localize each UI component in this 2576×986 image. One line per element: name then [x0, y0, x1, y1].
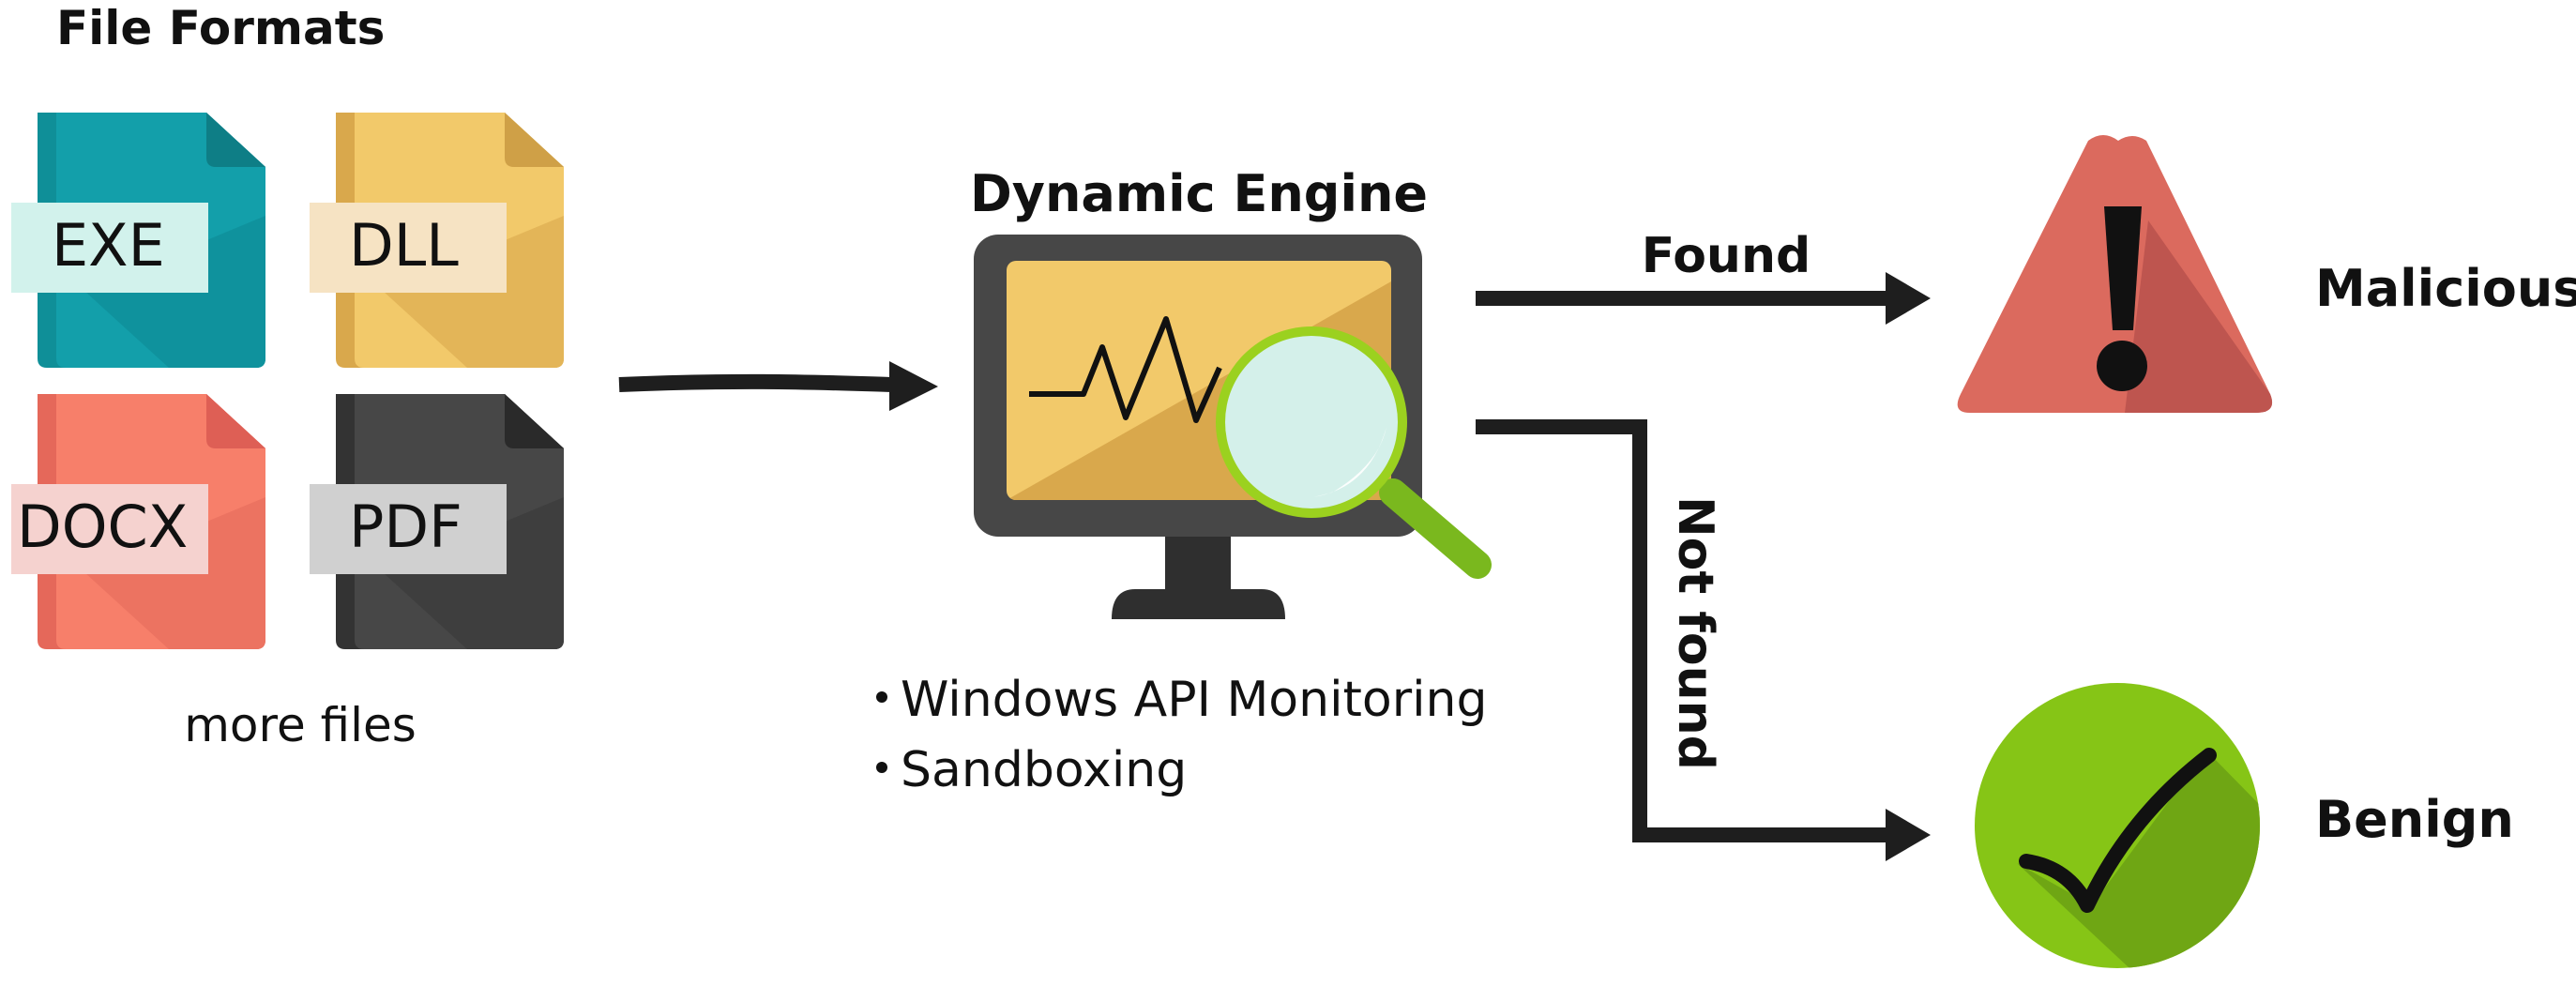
pdf-file-icon: PDF: [310, 394, 564, 649]
dll-file-icon: DLL: [310, 113, 564, 368]
found-label: Found: [1642, 228, 1811, 284]
bullet-sandboxing: Sandboxing: [901, 742, 1187, 798]
not-found-label: Not found: [1667, 496, 1723, 770]
engine-title: Dynamic Engine: [970, 164, 1428, 223]
docx-label: DOCX: [17, 493, 188, 561]
malicious-label: Malicious: [2315, 259, 2576, 318]
exe-label: EXE: [52, 211, 165, 280]
warning-triangle-icon: [1957, 135, 2273, 413]
found-arrow: [1476, 272, 1931, 325]
benign-label: Benign: [2315, 790, 2514, 849]
dll-label: DLL: [349, 211, 459, 280]
magnifier-icon: [1216, 326, 1492, 579]
exe-file-icon: EXE: [11, 113, 265, 368]
engine-bullets: Windows API Monitoring Sandboxing: [876, 672, 1488, 798]
not-found-arrow: [1476, 419, 1931, 861]
check-circle-icon: [1975, 683, 2260, 968]
more-files-text: more files: [184, 698, 417, 752]
bullet-api-monitoring: Windows API Monitoring: [901, 672, 1488, 728]
pdf-label: PDF: [349, 493, 462, 561]
docx-file-icon: DOCX: [11, 394, 265, 649]
input-arrow: [618, 361, 938, 411]
file-formats-title: File Formats: [56, 1, 385, 55]
